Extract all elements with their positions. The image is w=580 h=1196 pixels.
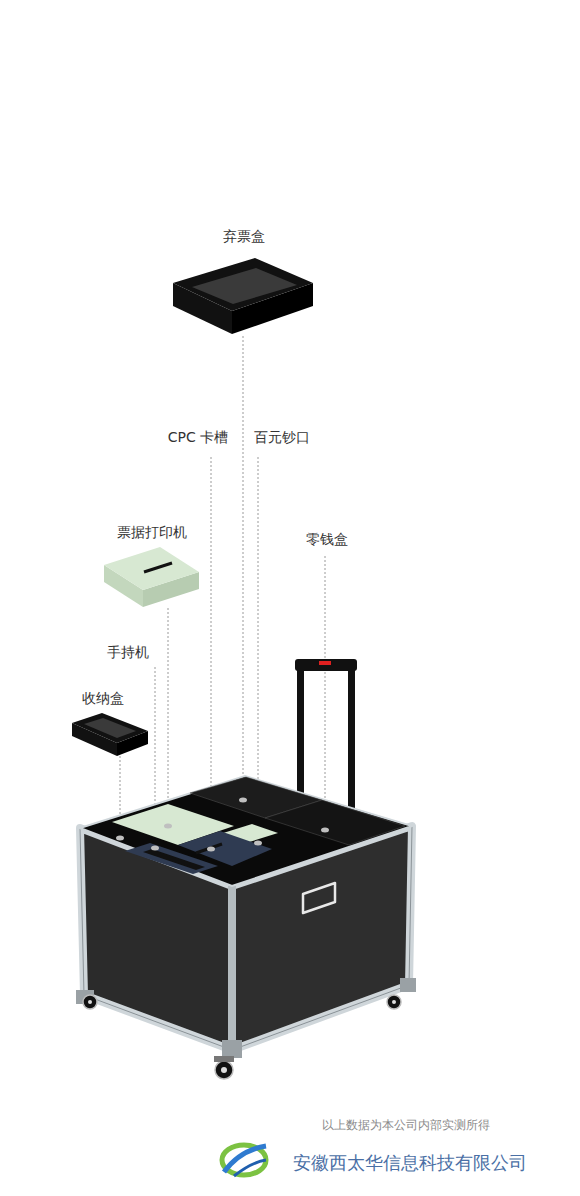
part-name: CPC 卡槽 [168, 429, 228, 446]
part-name: 手持机 [107, 644, 149, 661]
case [76, 776, 416, 1079]
printer [104, 547, 199, 607]
discard-box [173, 258, 313, 334]
company-logo [222, 1145, 266, 1176]
trolley-handle [295, 659, 357, 814]
part-name: 百元钞口 [254, 429, 310, 446]
leader-lines [120, 336, 325, 846]
company-name: 安徽西太华信息科技有限公司 [293, 1152, 527, 1174]
storage-box [72, 713, 148, 756]
part-name: 弃票盒 [223, 228, 265, 245]
part-name: 收纳盒 [82, 690, 124, 707]
footnote: 以上数据为本公司内部实测所得 [322, 1118, 490, 1132]
part-name: 票据打印机 [117, 524, 187, 541]
part-name: 零钱盒 [306, 531, 348, 548]
